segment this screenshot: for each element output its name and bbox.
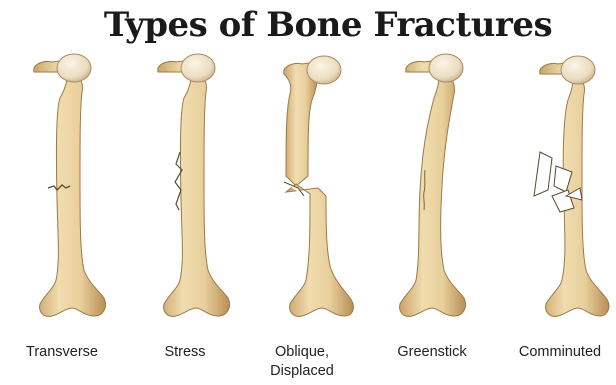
- label-oblique-displaced: Oblique, Displaced: [258, 343, 346, 381]
- bone-comminuted: [534, 56, 609, 316]
- bone-transverse: [34, 54, 106, 316]
- bone-head: [561, 56, 595, 84]
- bone-head: [181, 54, 215, 82]
- bone-oblique-displaced: [284, 56, 354, 316]
- label-transverse: Transverse: [12, 343, 112, 362]
- bone-stress: [158, 54, 230, 316]
- bone-head: [307, 56, 341, 84]
- label-stress: Stress: [145, 343, 225, 362]
- bone-head: [429, 54, 463, 82]
- lower-fragment: [286, 184, 353, 316]
- label-greenstick: Greenstick: [382, 343, 482, 362]
- label-comminuted: Comminuted: [508, 343, 612, 362]
- bone-head: [57, 54, 91, 82]
- bone-greenstick: [400, 54, 466, 316]
